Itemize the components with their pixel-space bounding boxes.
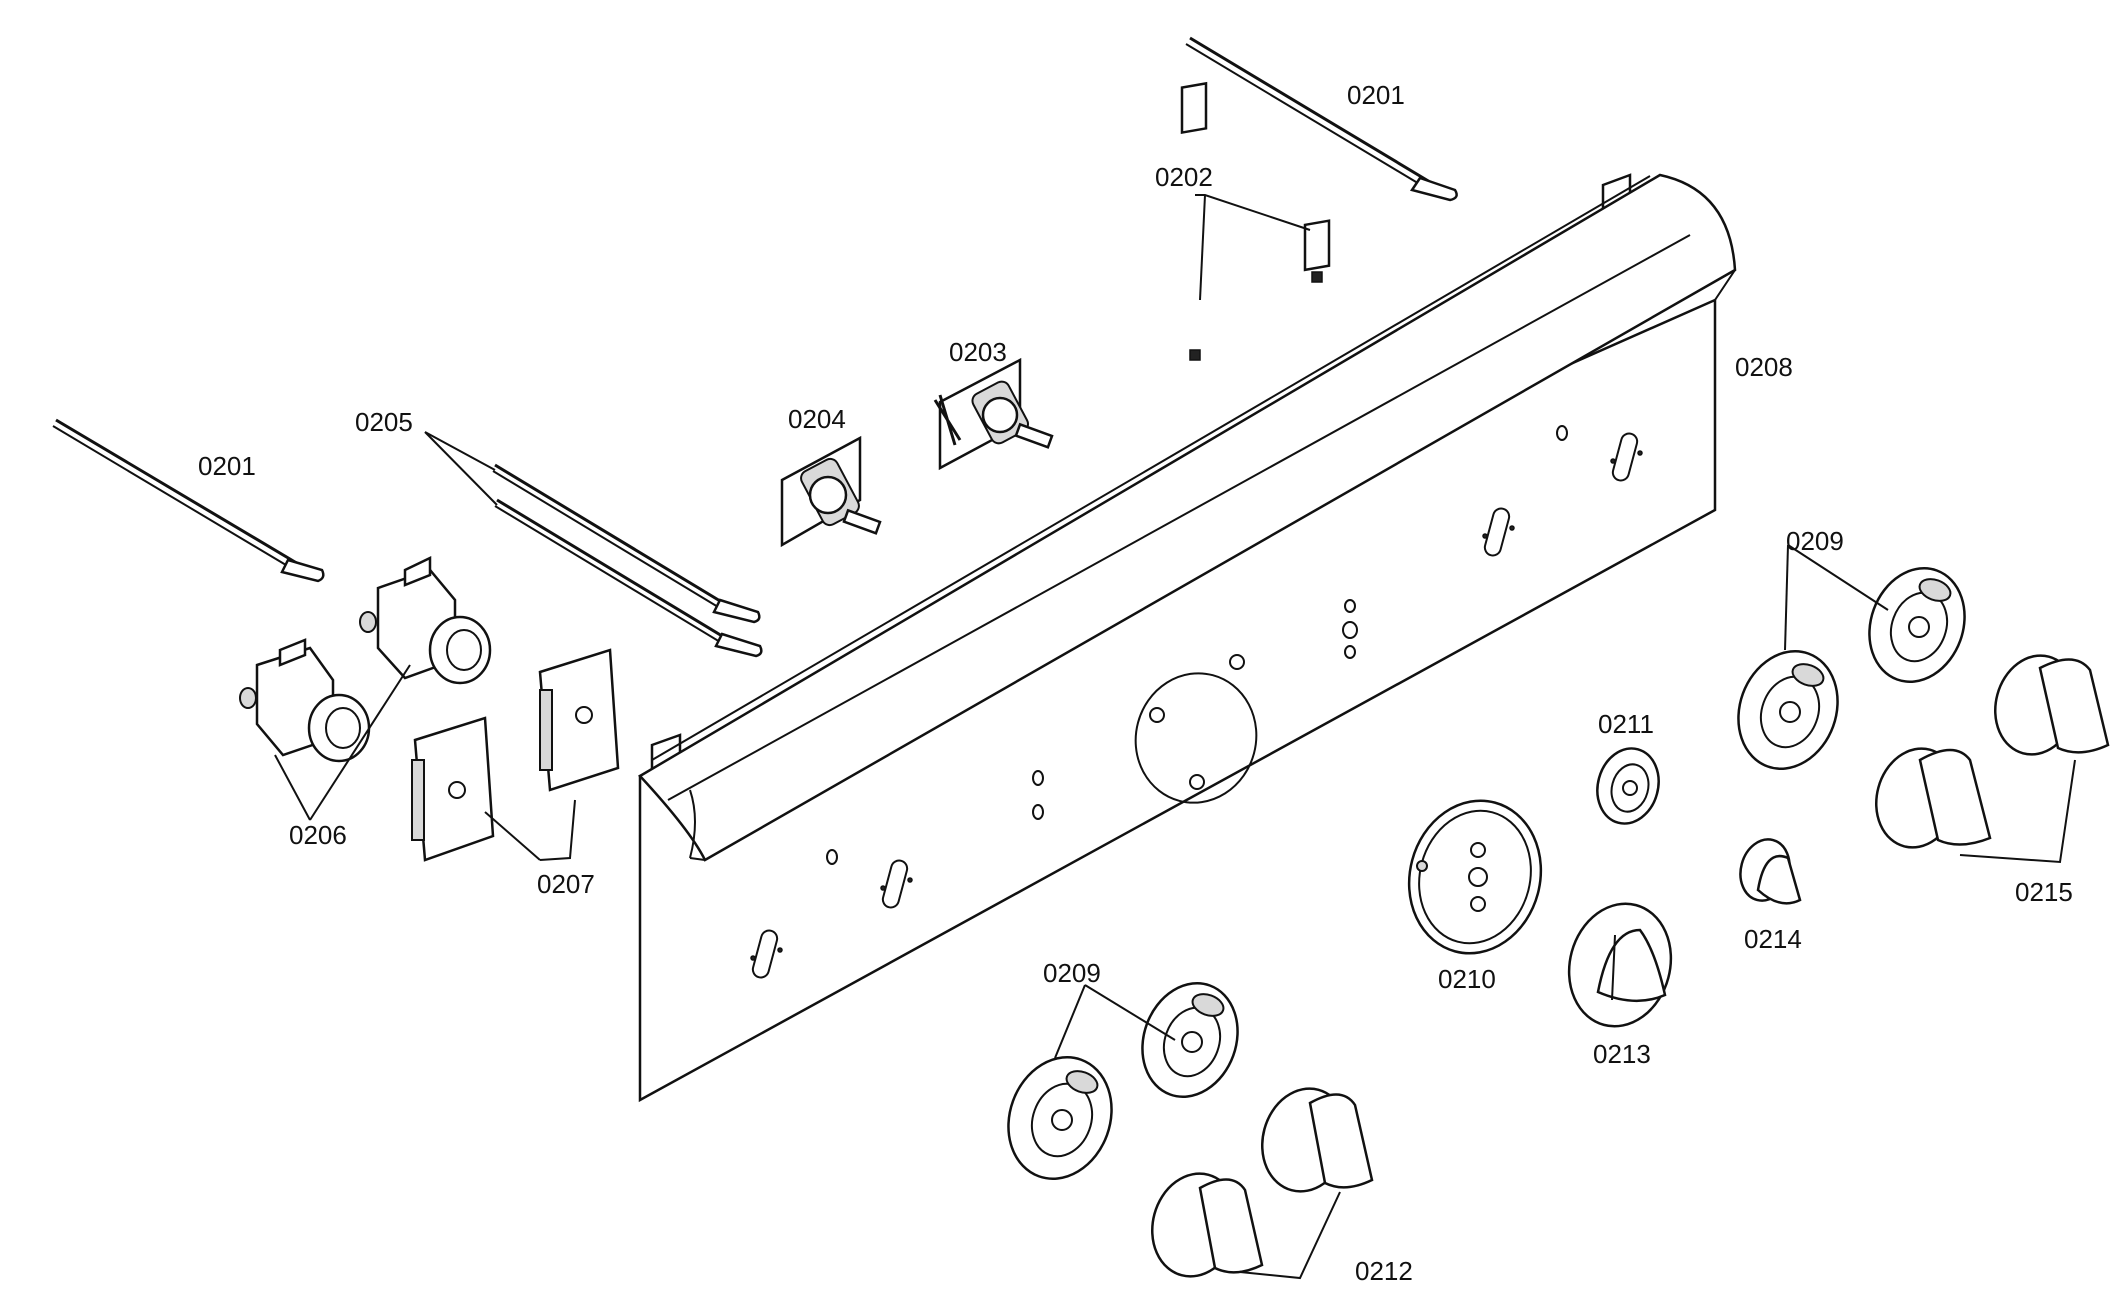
label-0212: 0212 [1355,1256,1413,1286]
label-0211: 0211 [1598,709,1654,739]
thermocouples-0205 [492,463,763,658]
part-labels: 0201 0201 0202 0203 0204 0205 0206 0207 … [198,80,2073,1286]
bezels-0209-right [1737,567,1966,770]
spark-modules-0207 [411,648,620,862]
label-0202: 0202 [1155,162,1213,192]
label-0213: 0213 [1593,1039,1651,1069]
label-0203: 0203 [949,337,1007,367]
valve-0204 [780,435,882,548]
label-0214: 0214 [1744,924,1802,954]
knob-0214 [1739,838,1802,905]
control-panel-0208 [638,173,1737,1103]
bezels-0209-bottom [1007,982,1239,1180]
thermocouple-0201-left [52,418,325,583]
label-0207: 0207 [537,869,595,899]
solenoid-valves-0206 [239,556,492,763]
bezel-0210 [1407,799,1543,955]
thermocouple-0201-top [1185,36,1458,202]
label-0205: 0205 [355,407,413,437]
label-0201-top: 0201 [1347,80,1405,110]
label-0208: 0208 [1735,352,1793,382]
label-0201-left: 0201 [198,451,256,481]
bezel-0211 [1596,747,1660,825]
leader-lines [274,194,2076,1280]
valve-0203 [933,357,1054,471]
label-0215: 0215 [2015,877,2073,907]
label-0206: 0206 [289,820,347,850]
knob-0213 [1567,902,1673,1028]
label-0209-bottom: 0209 [1043,958,1101,988]
label-0209-right: 0209 [1786,526,1844,556]
label-0210: 0210 [1438,964,1496,994]
label-0204: 0204 [788,404,846,434]
knobs-0212 [1151,1087,1374,1278]
switches-0202 [1180,81,1331,361]
knobs-0215 [1875,654,2110,849]
